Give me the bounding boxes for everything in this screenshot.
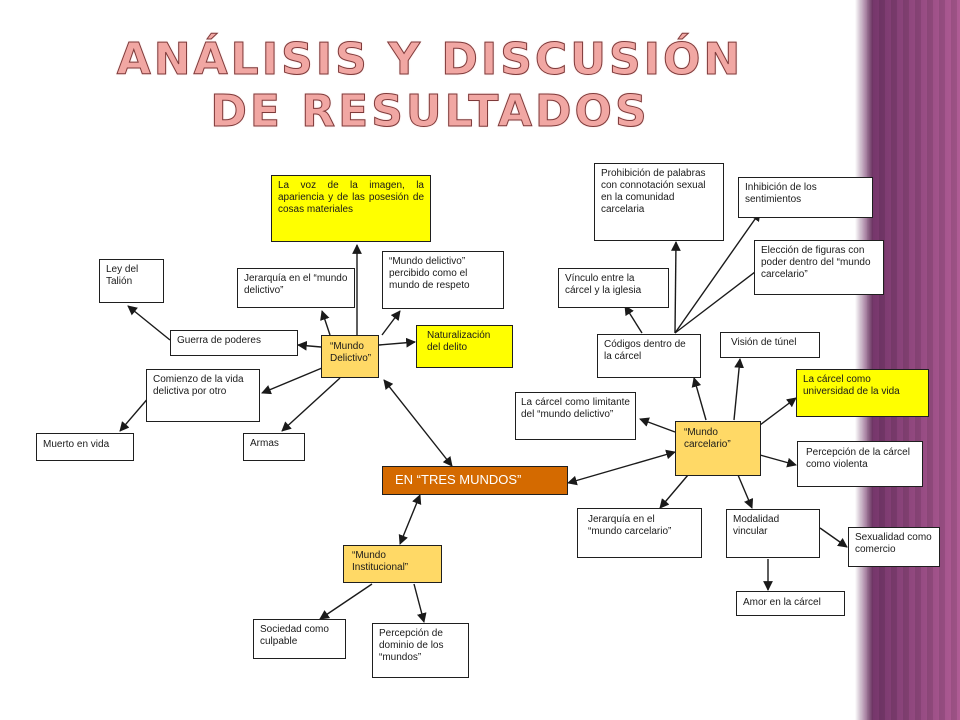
arrow-codigos-inhibicion: [674, 211, 761, 334]
node-carcel-violenta: Percepción de la cárcel como violenta: [797, 441, 923, 487]
node-tres-mundos: EN “TRES MUNDOS”: [382, 466, 568, 495]
node-codigos-carcel: Códigos dentro de la cárcel: [597, 334, 701, 378]
node-jerarquia-carcelario: Jerarquía en el “mundo carcelario”: [577, 508, 702, 558]
node-amor-carcel: Amor en la cárcel: [736, 591, 845, 616]
node-delictivo-respeto: “Mundo delictivo” percibido como el mund…: [382, 251, 504, 309]
node-percepcion-dominio: Percepción de dominio de los “mundos”: [372, 623, 469, 678]
node-mundo-delictivo: “Mundo Delictivo”: [321, 335, 379, 378]
arrow-carcelario-modalidad: [737, 474, 754, 509]
node-eleccion-figuras: Elección de figuras con poder dentro del…: [754, 240, 884, 295]
node-naturalizacion: Naturalización del delito: [416, 325, 513, 368]
arrow-carcelario-limitante: [639, 417, 676, 433]
node-muerto-vida: Muerto en vida: [36, 433, 134, 461]
node-voz-imagen: La voz de la imagen, la apariencia y de …: [271, 175, 431, 242]
arrow-carcelario-codigos: [691, 377, 707, 421]
arrow-carcelario-universidad: [759, 397, 797, 426]
node-mundo-carcelario: “Mundo carcelario”: [675, 421, 761, 476]
node-inhibicion-sentimientos: Inhibición de los sentimientos: [738, 177, 873, 218]
arrow-tres-delictivo: [383, 379, 453, 467]
arrow-delictivo-jerarquia: [320, 310, 331, 336]
node-carcel-limitante: La cárcel como limitante del “mundo deli…: [515, 392, 636, 440]
node-armas: Armas: [243, 433, 305, 461]
arrow-modalidad-sexualidad: [819, 527, 848, 548]
node-modalidad-vincular: Modalidad vincular: [726, 509, 820, 558]
decorative-side-stripe: [855, 0, 960, 720]
node-prohibicion-palabras: Prohibición de palabras con connotación …: [594, 163, 724, 241]
arrow-delictivo-respeto: [381, 310, 401, 336]
node-ley-talion: Ley del Talión: [99, 259, 164, 303]
node-carcel-universidad: La cárcel como universidad de la vida: [796, 369, 929, 417]
node-mundo-institucional: “Mundo Institucional”: [343, 545, 442, 583]
node-sociedad-culpable: Sociedad como culpable: [253, 619, 346, 659]
node-guerra-poderes: Guerra de poderes: [170, 330, 298, 356]
arrow-delictivo-guerra: [297, 340, 322, 351]
node-vinculo-iglesia: Vínculo entre la cárcel y la iglesia: [558, 268, 669, 308]
arrow-comienzo-muerto: [119, 395, 151, 432]
arrow-carcelario-violenta: [759, 454, 797, 468]
arrow-tres-carcelario: [567, 449, 676, 486]
node-vision-tunel: Visión de túnel: [720, 332, 820, 358]
node-jerarquia-delictivo: Jerarquía en el “mundo delictivo”: [237, 268, 355, 308]
arrow-codigos-prohibicion: [671, 241, 681, 334]
arrow-institucional-percepcion: [413, 583, 427, 623]
arrow-carcelario-jerarquia: [659, 474, 689, 509]
arrow-tres-institucional: [398, 494, 422, 545]
arrow-institucional-sociedad: [319, 583, 373, 620]
node-comienzo-vida: Comienzo de la vida delictiva por otro: [146, 369, 260, 422]
node-sexualidad-comercio: Sexualidad como comercio: [848, 527, 940, 567]
arrow-carcelario-vision: [733, 358, 745, 421]
arrow-delictivo-naturalizacion: [378, 337, 416, 348]
page-title: ANÁLISIS Y DISCUSIÓN DE RESULTADOS: [116, 34, 744, 138]
arrow-guerra-talion: [127, 305, 171, 341]
arrow-delictivo-armas: [281, 377, 341, 432]
arrow-delictivo-comienzo: [261, 367, 323, 395]
arrow-codigos-vinculo: [624, 305, 643, 334]
